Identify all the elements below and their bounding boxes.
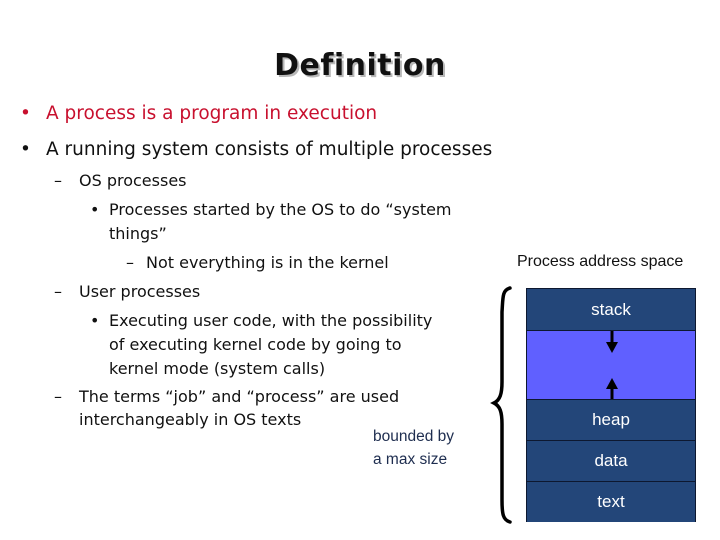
sub-bullet-text-line: things” [109, 224, 167, 243]
slide-title: Definition [274, 48, 446, 83]
sub-bullet-text: User processes [79, 282, 201, 301]
sub-bullet-text-line: kernel mode (system calls) [109, 359, 326, 378]
dash-marker: – [54, 171, 62, 190]
arrow-down-icon [606, 331, 618, 353]
sub-bullet-text-line: of executing kernel code by going to [109, 335, 402, 354]
sub-bullet-text: Not everything is in the kernel [146, 253, 389, 272]
bounded-note-line: a max size [373, 451, 448, 468]
sub-bullet-text: OS processes [79, 171, 187, 190]
address-space-title: Process address space [517, 253, 684, 270]
address-space-diagram: stack heap data text [526, 288, 696, 522]
segment-data: data [527, 440, 695, 481]
sub-bullet-text-line: The terms “job” and “process” are used [79, 387, 400, 406]
arrow-up-icon [606, 378, 618, 400]
sub-bullet-text-line: Executing user code, with the possibilit… [109, 311, 433, 330]
segment-free [527, 330, 695, 400]
bullet-marker: • [90, 200, 100, 219]
dash-marker: – [54, 387, 62, 406]
bullet-marker: • [90, 311, 100, 330]
dash-marker: – [54, 282, 62, 301]
bounded-note: bounded by a max size [373, 425, 454, 471]
sub-bullet-text-line: Processes started by the OS to do “syste… [109, 200, 452, 219]
segment-text: text [527, 481, 695, 522]
bullet-text: A process is a program in execution [46, 103, 378, 124]
bullet-text: A running system consists of multiple pr… [46, 139, 493, 160]
bounded-note-line: bounded by [373, 428, 455, 445]
segment-heap: heap [527, 399, 695, 440]
bullet-marker: • [20, 103, 31, 124]
bullet-marker: • [20, 139, 31, 160]
sub-bullet-text-line: interchangeably in OS texts [79, 410, 302, 429]
segment-stack: stack [527, 289, 695, 330]
dash-marker: – [126, 253, 134, 272]
curly-brace-icon [490, 286, 512, 524]
